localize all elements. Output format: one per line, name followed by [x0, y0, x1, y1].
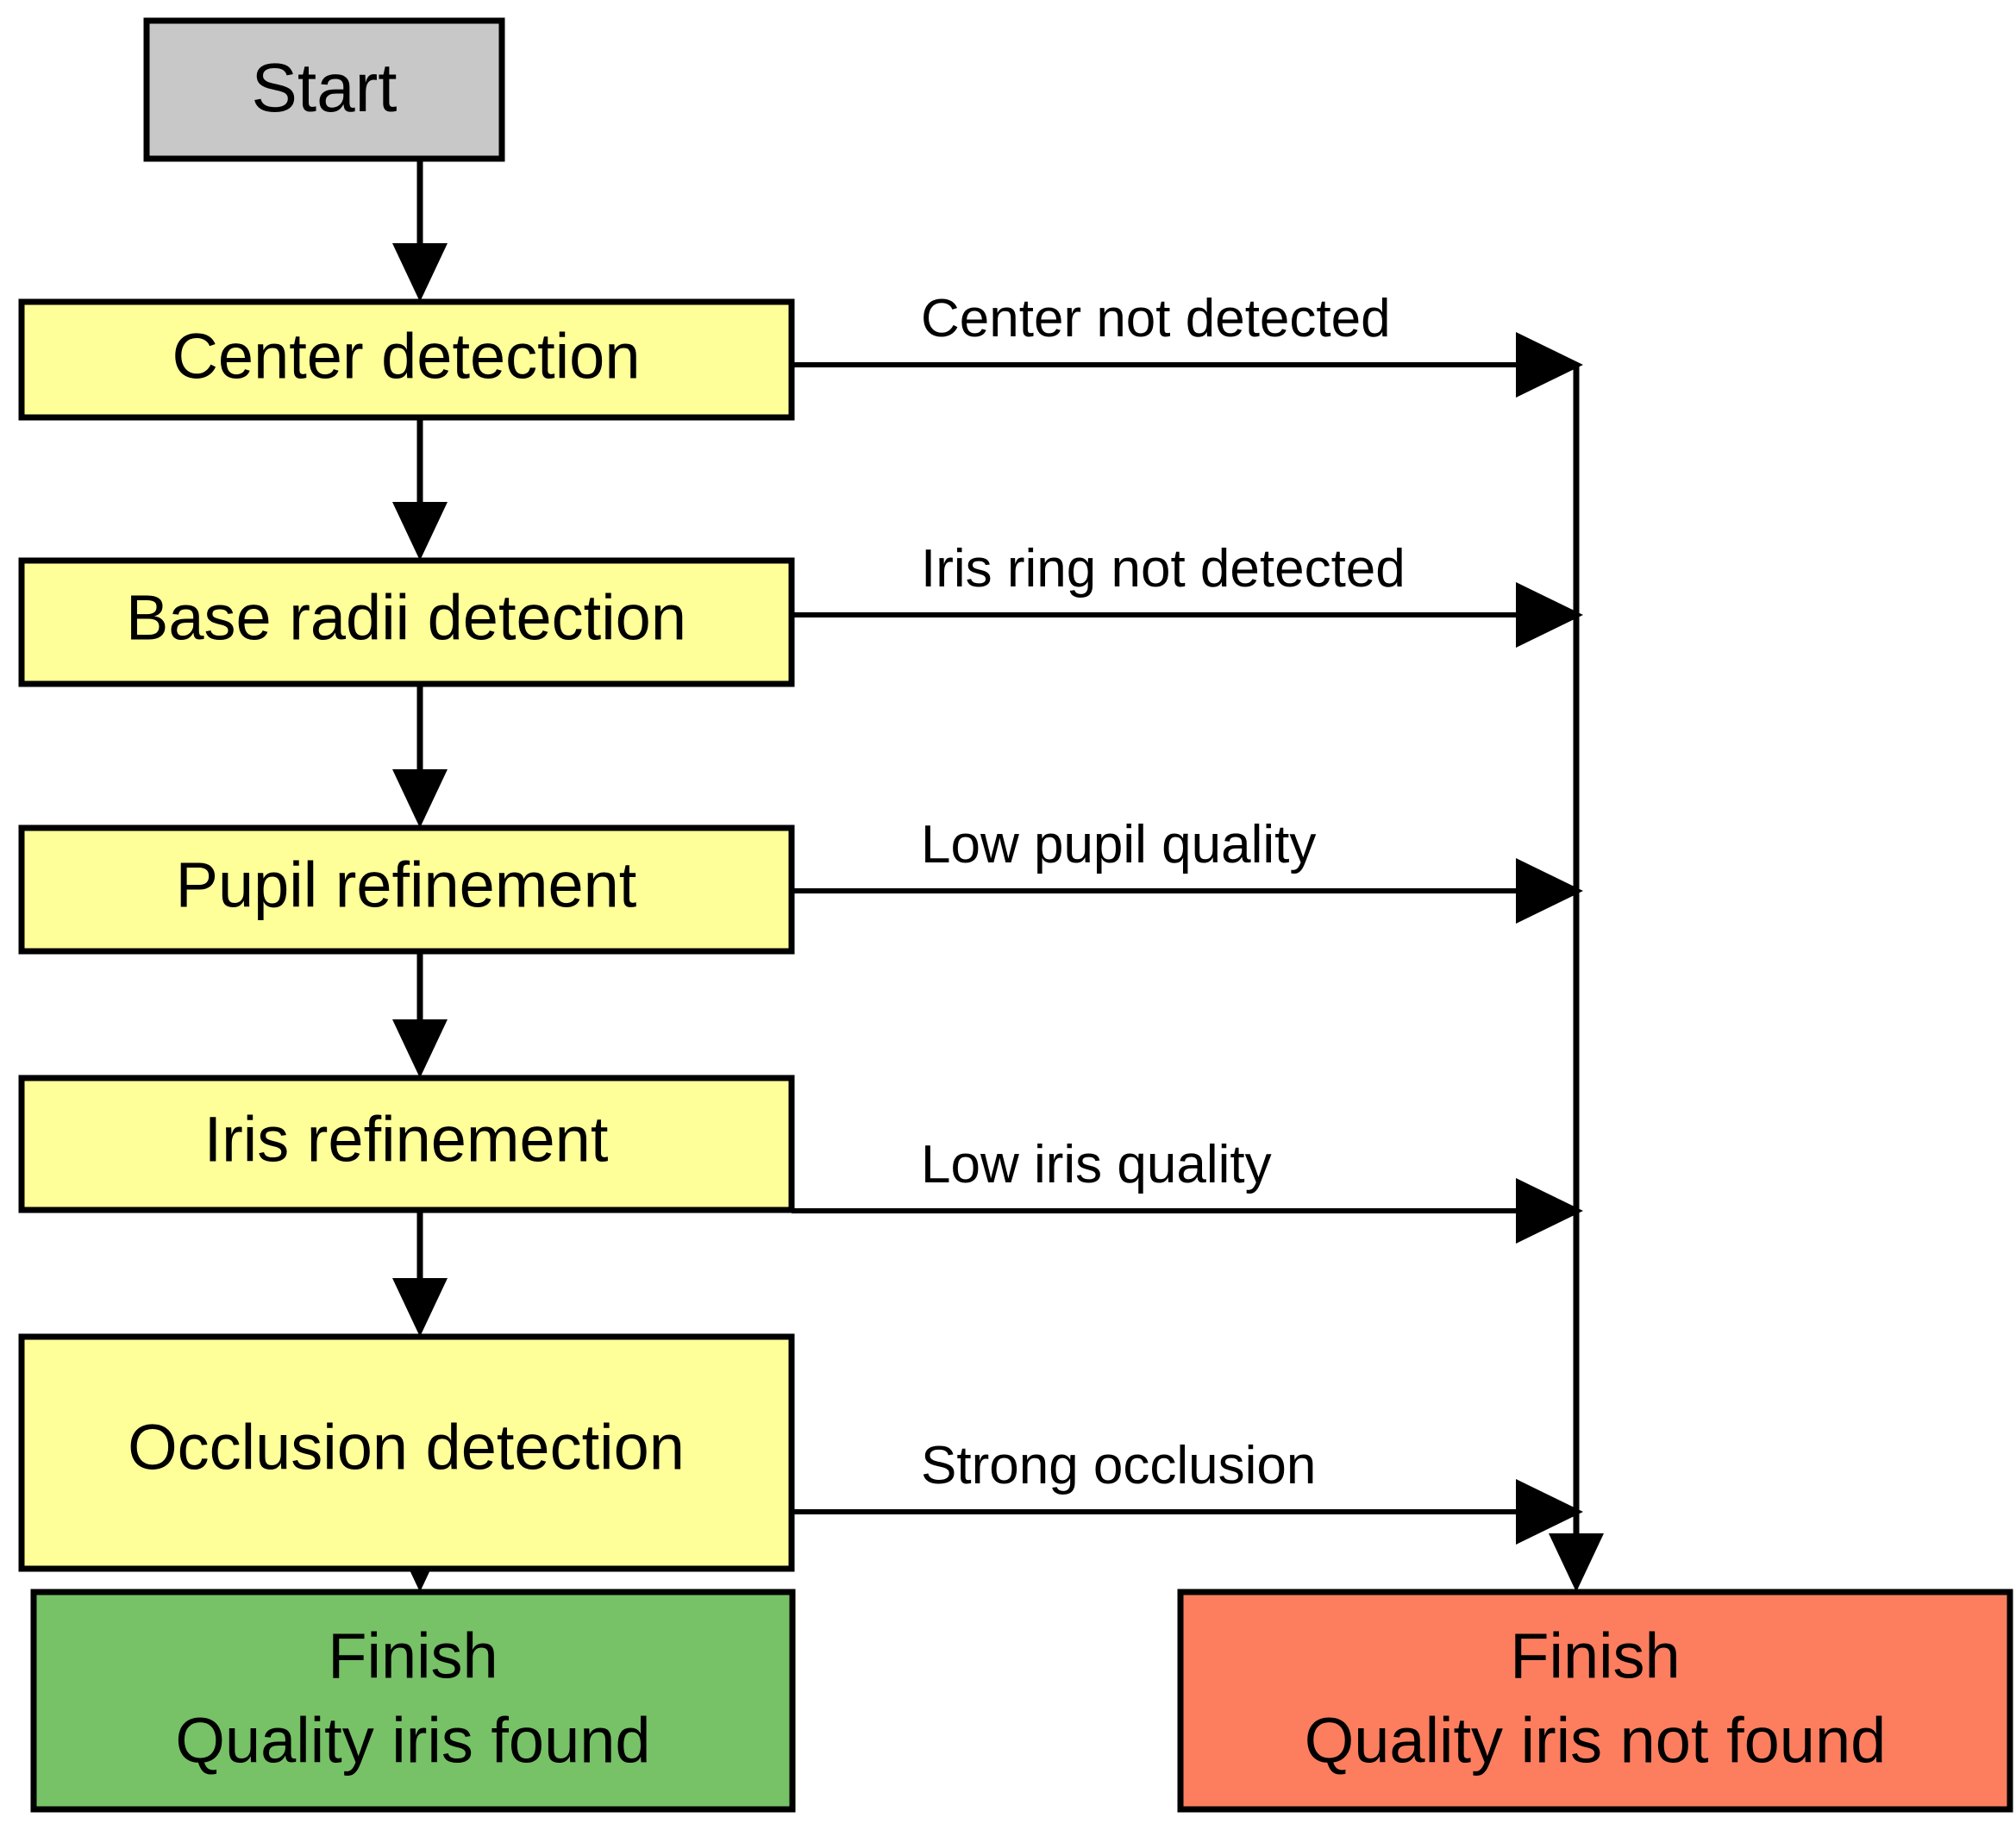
edge-pupil-to-iris: [392, 951, 448, 1078]
node-occlusion-detection-label: Occlusion detection: [128, 1412, 685, 1483]
edge-label-strong-occlusion: Strong occlusion: [921, 1436, 1316, 1495]
edge-start-to-center: [392, 159, 448, 302]
node-pupil-refinement-shape[interactable]: [18, 824, 795, 955]
edge-base-radii-to-pupil: [392, 684, 448, 828]
node-iris-refinement-shape[interactable]: [18, 1075, 795, 1213]
node-center-detection[interactable]: Center detection: [18, 298, 795, 421]
edge-center-to-base-radii: [392, 417, 448, 561]
node-finish-success-shape[interactable]: [30, 1589, 796, 1813]
node-iris-refinement[interactable]: Iris refinement: [18, 1075, 795, 1213]
node-base-radii-detection-label: Base radii detection: [126, 582, 686, 654]
edge-label-low-iris-quality: Low iris quality: [921, 1135, 1272, 1194]
edge-base-radii-failure: [792, 582, 1583, 648]
edge-pupil-failure: [792, 858, 1583, 924]
node-occlusion-detection-shape[interactable]: [18, 1333, 795, 1572]
edge-label-center-not-detected: Center not detected: [921, 289, 1391, 348]
edge-label-low-pupil-quality: Low pupil quality: [921, 815, 1316, 874]
node-start-label: Start: [252, 49, 398, 126]
node-finish-success-label-line1: Finish: [328, 1620, 498, 1692]
node-start-shape[interactable]: [143, 17, 505, 162]
node-finish-failure[interactable]: Finish Quality iris not found: [1177, 1589, 2013, 1813]
node-iris-refinement-label: Iris refinement: [204, 1104, 609, 1175]
edge-iris-to-occlusion: [392, 1210, 448, 1337]
node-base-radii-detection[interactable]: Base radii detection: [18, 557, 795, 687]
node-finish-success[interactable]: Finish Quality iris found: [30, 1589, 796, 1813]
node-finish-failure-label-line1: Finish: [1510, 1620, 1680, 1692]
edge-occlusion-failure: [792, 1479, 1583, 1545]
node-base-radii-detection-shape[interactable]: [18, 557, 795, 687]
node-finish-success-label-line2: Quality iris found: [175, 1705, 650, 1777]
node-center-detection-shape[interactable]: [18, 298, 795, 421]
edge-iris-failure: [792, 1178, 1583, 1244]
node-finish-failure-shape[interactable]: [1177, 1589, 2013, 1813]
node-pupil-refinement-label: Pupil refinement: [176, 849, 637, 921]
node-center-detection-label: Center detection: [172, 321, 640, 392]
node-finish-failure-label-line2: Quality iris not found: [1305, 1705, 1887, 1777]
node-occlusion-detection[interactable]: Occlusion detection: [18, 1333, 795, 1572]
node-pupil-refinement[interactable]: Pupil refinement: [18, 824, 795, 955]
failure-collector-line: [1549, 365, 1604, 1592]
edge-label-iris-ring-not-detected: Iris ring not detected: [921, 539, 1406, 599]
edge-center-failure: [792, 332, 1583, 398]
node-start[interactable]: Start: [143, 17, 505, 162]
